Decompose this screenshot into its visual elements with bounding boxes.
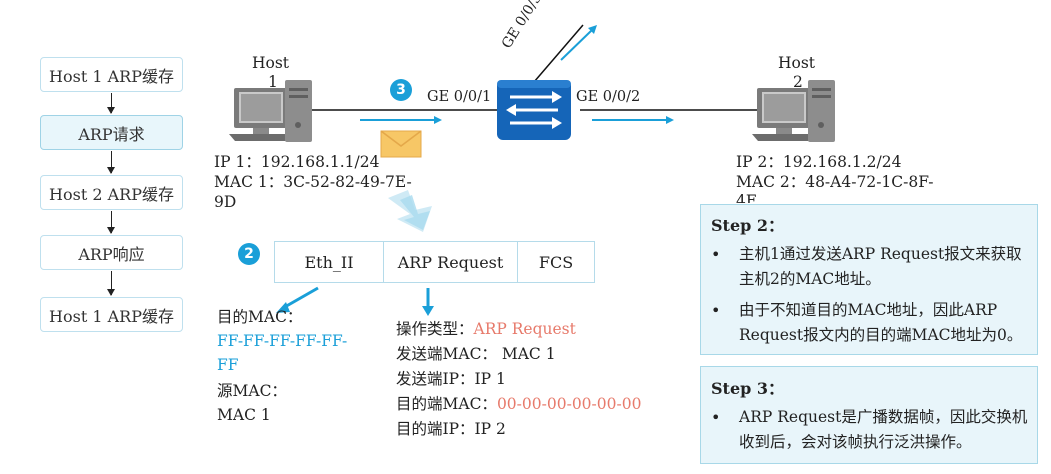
bullet-icon: • [711, 408, 721, 427]
host2-mac-cont: 4E [736, 192, 758, 203]
step2-bullet1: 主机1通过发送ARP Request报文来获取主机2的MAC地址。 [739, 245, 1022, 288]
host1-mac: MAC 1：3C-52-82-49-7E- [214, 173, 412, 191]
step2-bullet2: 由于不知道目的MAC地址，因此ARP Request报文内的目的端MAC地址为0… [739, 301, 1023, 344]
bullet-icon: • [711, 301, 721, 320]
flow-arrow [107, 271, 115, 296]
arp-sender-ip: 发送端IP：IP 1 [396, 370, 506, 388]
arp-op-type-label: 操作类型： [396, 320, 474, 338]
arp-detail-arrow-icon [422, 288, 434, 316]
link-switch-ge003 [533, 24, 584, 83]
arp-sender-mac: 发送端MAC： MAC 1 [396, 345, 556, 363]
arp-target-ip: 目的端IP：IP 2 [396, 420, 506, 438]
port-ge001-label: GE 0/0/1 [427, 89, 492, 105]
port-ge002-label: GE 0/0/2 [576, 89, 641, 105]
switch-icon [497, 80, 571, 140]
step2-panel: Step 2： • 主机1通过发送ARP Request报文来获取主机2的MAC… [700, 204, 1038, 355]
eth-dst-mac-value-cont: FF [217, 356, 239, 374]
frame-eth-cell: Eth_II [275, 242, 384, 282]
arp-target-mac-value: 00-00-00-00-00-00 [496, 395, 642, 413]
step2-title: Step 2： [711, 216, 785, 235]
host2-mac: MAC 2：48-A4-72-1C-8F- [736, 173, 934, 191]
host1-ip: IP 1：192.168.1.1/24 [214, 153, 380, 171]
flow-arrow [107, 93, 115, 114]
envelope-icon [380, 130, 422, 158]
step3-panel: Step 3： • ARP Request是广播数据帧，因此交换机收到后，会对该… [700, 366, 1038, 464]
flow-arrow [107, 211, 115, 234]
step2-badge: 2 [238, 243, 260, 265]
flow-arrow [107, 151, 115, 174]
arp-op-type-value: ARP Request [473, 320, 576, 338]
host2-computer-icon [752, 80, 835, 142]
eth-dst-mac-value: FF-FF-FF-FF-FF- [217, 332, 348, 350]
flow-step-arp-reply: ARP响应 [40, 235, 183, 270]
host1-name-number: 1 [268, 73, 278, 91]
flow-step-host1-cache-final: Host 1 ARP缓存 [40, 297, 183, 332]
flow-arrow-to-switch-icon [360, 116, 442, 124]
eth-detail-arrow-icon [276, 286, 319, 313]
step3-title: Step 3： [711, 379, 785, 398]
flow-arrow-to-host2-icon [592, 116, 674, 124]
eth-src-mac-label: 源MAC： [217, 382, 287, 400]
step3-badge: 3 [390, 79, 412, 101]
eth-src-mac-value: MAC 1 [217, 406, 271, 424]
arp-op-type: 操作类型：ARP Request [396, 320, 576, 339]
arp-target-mac: 目的端MAC：00-00-00-00-00-00 [396, 395, 641, 414]
flow-step-host2-cache: Host 2 ARP缓存 [40, 175, 183, 210]
flow-arrow-flood-up-icon [560, 25, 597, 61]
frame-fcs-cell: FCS [538, 252, 574, 272]
frame-arp-request-cell: ARP Request [384, 242, 518, 282]
flow-step-arp-request: ARP请求 [40, 115, 183, 150]
host1-name: Host [252, 54, 290, 72]
eth-dst-mac-label: 目的MAC： [217, 308, 303, 326]
expand-arrow-icon [388, 190, 432, 232]
arp-target-mac-label: 目的端MAC： [396, 395, 497, 413]
flow-step-host1-cache: Host 1 ARP缓存 [40, 57, 183, 92]
host2-name: Host [778, 54, 816, 72]
host1-mac-cont: 9D [214, 193, 237, 211]
bullet-icon: • [711, 245, 721, 264]
arp-frame-structure: Eth_II ARP Request FCS [274, 241, 595, 283]
host2-ip: IP 2：192.168.1.2/24 [736, 153, 902, 171]
host1-computer-icon [229, 80, 312, 142]
host2-name-number: 2 [793, 73, 803, 91]
step3-bullet1: ARP Request是广播数据帧，因此交换机收到后，会对该帧执行泛洪操作。 [739, 408, 1028, 451]
